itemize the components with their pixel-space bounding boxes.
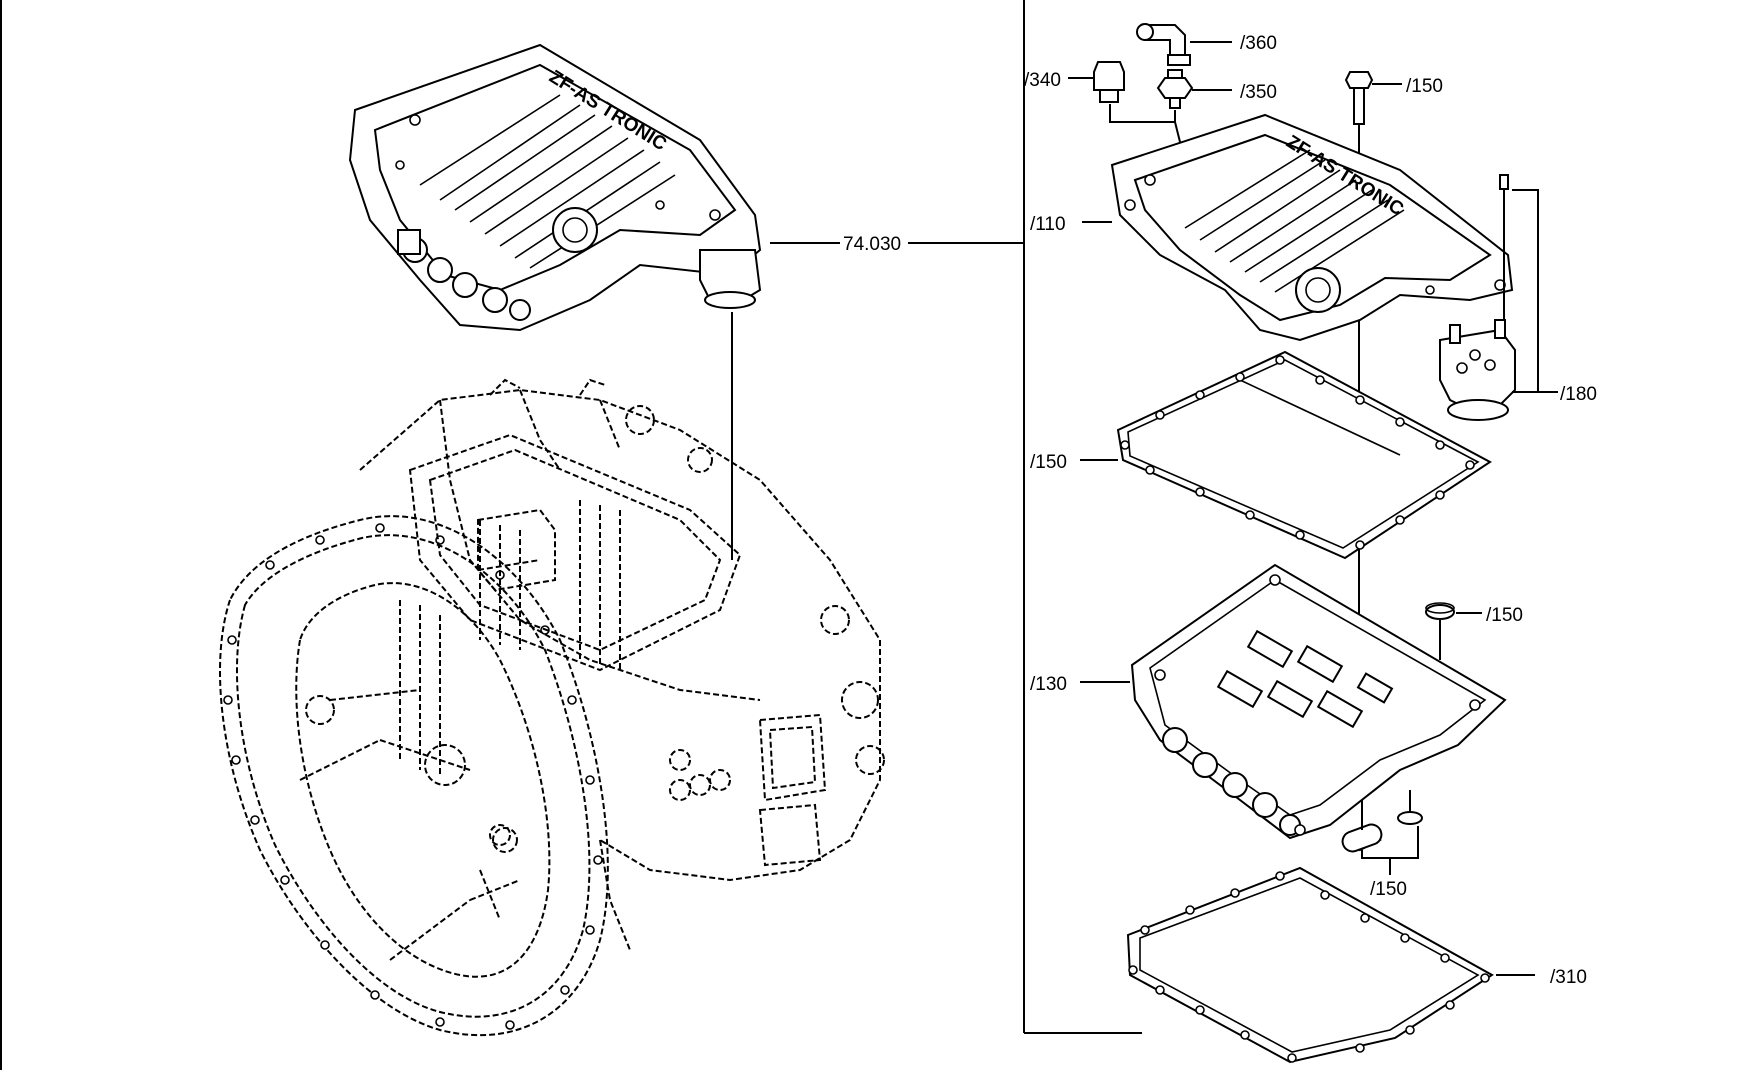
- bracket-180: [1512, 189, 1539, 393]
- callout-130: /130: [1030, 674, 1067, 695]
- callout-180: /180: [1560, 384, 1597, 405]
- callout-340: /340: [1024, 70, 1061, 91]
- plug-340: [1093, 61, 1125, 103]
- connectors-left: [397, 229, 531, 321]
- gasket-150-upper: [1116, 350, 1492, 560]
- gasket-310-lower: [1126, 866, 1494, 1064]
- valve-body-solenoids: [1216, 629, 1394, 729]
- callout-110: /110: [1030, 214, 1066, 235]
- callout-150-seal: /150: [1486, 605, 1523, 626]
- bolt-150: [1344, 71, 1374, 125]
- cover-fins-right: [1184, 149, 1405, 293]
- transmission-housing: [219, 378, 885, 1037]
- callout-assembly-74030: 74.030: [843, 234, 901, 255]
- elbow-fitting-360: [1136, 23, 1191, 66]
- callout-350: /350: [1240, 82, 1277, 103]
- bell-housing-bolt-holes: [223, 523, 603, 1030]
- valve-body-connectors: [1162, 727, 1301, 836]
- upper-gasket-holes: [1120, 355, 1475, 550]
- cover-fins-left: [419, 94, 676, 269]
- seal-pair-150: [1341, 790, 1423, 853]
- callout-150-gasket: /150: [1030, 452, 1067, 473]
- sensor-350: [1156, 69, 1194, 109]
- valve-body-130: [1130, 563, 1507, 840]
- control-unit-assembly-left: ZF-AS TRONIC: [348, 43, 762, 332]
- callout-150-bolt: /150: [1406, 76, 1443, 97]
- callout-310: /310: [1550, 967, 1587, 988]
- leader-plug-sensor: [1109, 104, 1176, 123]
- seal-ring-150: [1425, 602, 1455, 660]
- module-180: [1439, 174, 1516, 421]
- control-unit-cover-110: ZF-AS TRONIC: [1110, 113, 1514, 342]
- lower-gasket-holes: [1128, 871, 1490, 1063]
- callout-360: /360: [1240, 33, 1277, 54]
- callout-150-pair: /150: [1370, 879, 1407, 900]
- housing-ribs: [399, 500, 621, 775]
